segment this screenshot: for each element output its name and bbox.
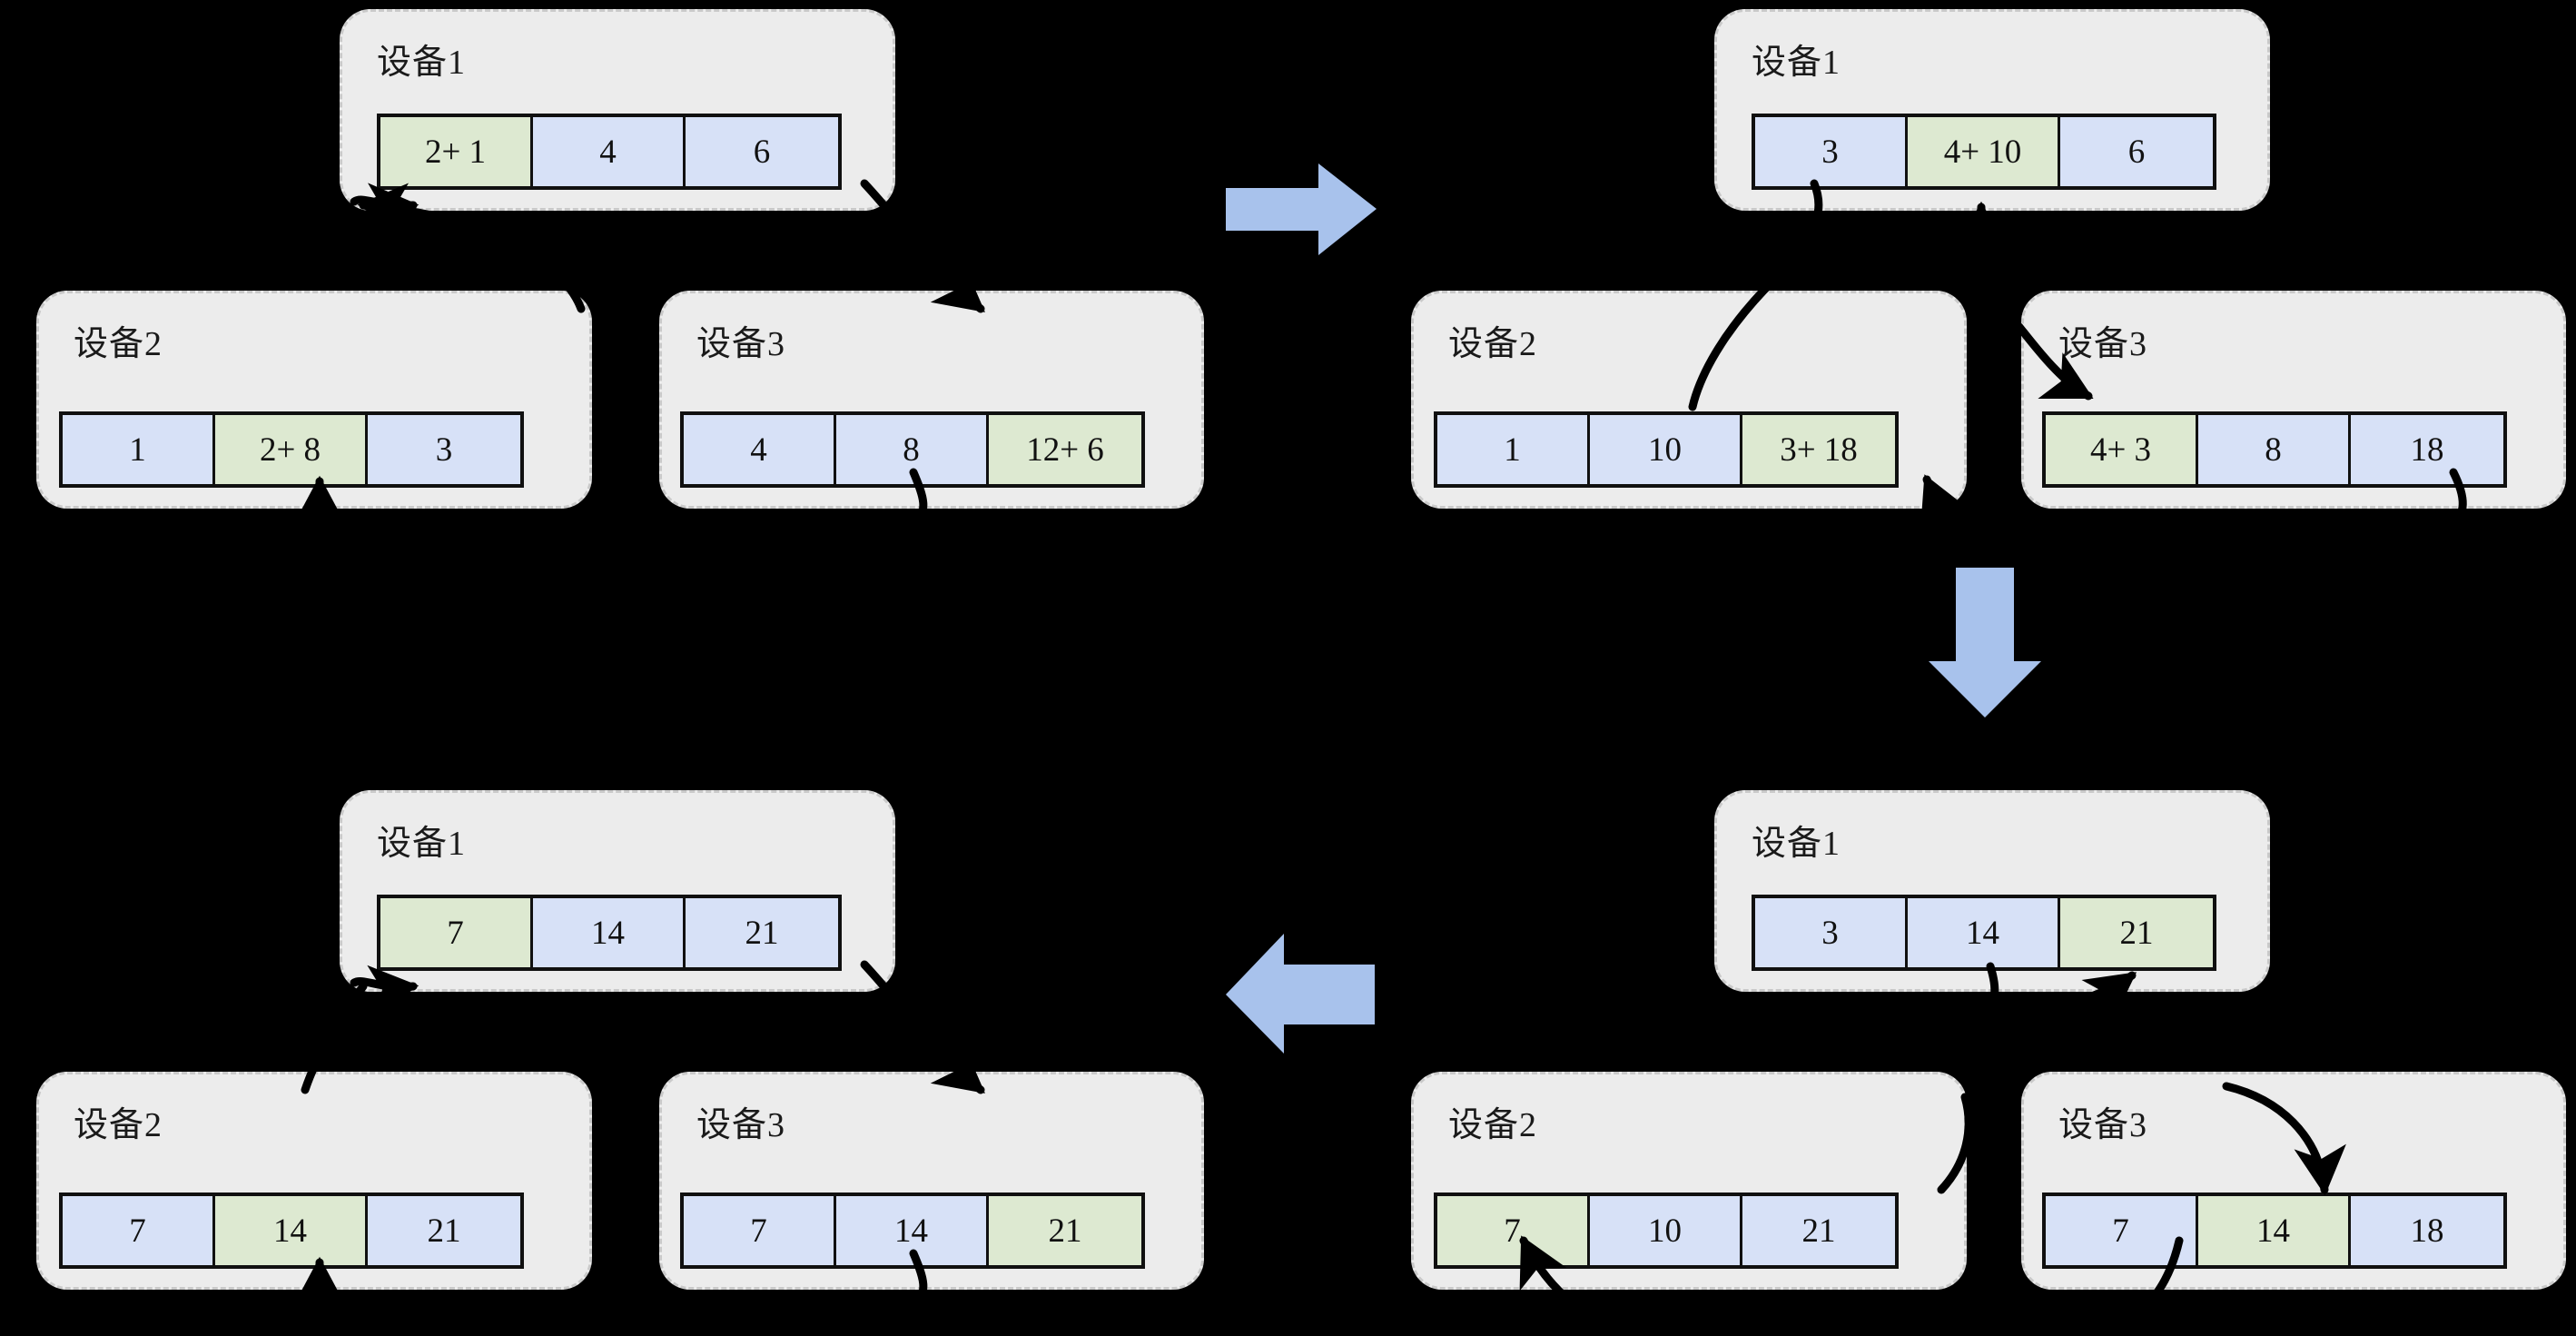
device-title: 设备2 — [74, 325, 163, 363]
flow-arrow-right-top — [1226, 163, 1377, 255]
array-cell[interactable]: 1 — [63, 415, 215, 484]
cell-array: 1 10 3+ 18 — [1434, 411, 1899, 488]
array-cell[interactable]: 3 — [368, 415, 520, 484]
device-title: 设备3 — [2058, 1106, 2148, 1144]
step-4-device-3: 设备3 7 14 21 — [659, 1072, 1204, 1290]
array-cell[interactable]: 4+ 3 — [2046, 415, 2198, 484]
step-4-device-2: 设备2 7 14 21 — [36, 1072, 592, 1290]
cell-array: 7 14 18 — [2042, 1193, 2507, 1269]
cell-array: 7 14 21 — [680, 1193, 1145, 1269]
array-cell[interactable]: 18 — [2351, 1196, 2503, 1265]
array-cell[interactable]: 10 — [1590, 415, 1742, 484]
device-title: 设备1 — [377, 825, 467, 863]
step-3-device-3: 设备3 7 14 18 — [2021, 1072, 2566, 1290]
device-title: 设备1 — [377, 44, 467, 82]
step-1-device-2: 设备2 1 2+ 8 3 — [36, 291, 592, 509]
array-cell[interactable]: 3+ 18 — [1742, 415, 1895, 484]
device-title: 设备2 — [1448, 325, 1538, 363]
array-cell[interactable]: 4 — [684, 415, 836, 484]
array-cell[interactable]: 7 — [684, 1196, 836, 1265]
step-4-device-1: 设备1 7 14 21 — [340, 790, 895, 992]
step-1-device-3: 设备3 4 8 12+ 6 — [659, 291, 1204, 509]
array-cell[interactable]: 7 — [63, 1196, 215, 1265]
array-cell[interactable]: 18 — [2351, 415, 2503, 484]
device-title: 设备1 — [1752, 44, 1841, 82]
cell-array: 1 2+ 8 3 — [59, 411, 524, 488]
cell-array: 7 14 21 — [377, 895, 842, 971]
device-title: 设备2 — [74, 1106, 163, 1144]
step-2-device-2: 设备2 1 10 3+ 18 — [1411, 291, 1967, 509]
array-cell[interactable]: 14 — [533, 898, 686, 967]
cell-array: 4 8 12+ 6 — [680, 411, 1145, 488]
array-cell[interactable]: 7 — [380, 898, 533, 967]
device-title: 设备2 — [1448, 1106, 1538, 1144]
device-title: 设备3 — [696, 1106, 786, 1144]
cell-array: 4+ 3 8 18 — [2042, 411, 2507, 488]
array-cell[interactable]: 3 — [1755, 117, 1908, 186]
device-title: 设备3 — [2058, 325, 2148, 363]
cell-array: 2+ 1 4 6 — [377, 114, 842, 190]
array-cell[interactable]: 8 — [2198, 415, 2351, 484]
array-cell[interactable]: 4+ 10 — [1908, 117, 2060, 186]
array-cell[interactable]: 14 — [836, 1196, 989, 1265]
flow-arrow-left-bottom — [1226, 934, 1375, 1054]
array-cell[interactable]: 12+ 6 — [989, 415, 1141, 484]
array-cell[interactable]: 14 — [215, 1196, 368, 1265]
array-cell[interactable]: 21 — [2060, 898, 2213, 967]
array-cell[interactable]: 6 — [2060, 117, 2213, 186]
flow-arrow-down-right — [1929, 568, 2041, 717]
array-cell[interactable]: 6 — [686, 117, 838, 186]
array-cell[interactable]: 21 — [368, 1196, 520, 1265]
device-title: 设备1 — [1752, 825, 1841, 863]
array-cell[interactable]: 7 — [1437, 1196, 1590, 1265]
cell-array: 7 14 21 — [59, 1193, 524, 1269]
cell-array: 7 10 21 — [1434, 1193, 1899, 1269]
array-cell[interactable]: 8 — [836, 415, 989, 484]
cell-array: 3 14 21 — [1752, 895, 2216, 971]
array-cell[interactable]: 21 — [1742, 1196, 1895, 1265]
array-cell[interactable]: 2+ 1 — [380, 117, 533, 186]
array-cell[interactable]: 14 — [1908, 898, 2060, 967]
array-cell[interactable]: 10 — [1590, 1196, 1742, 1265]
step-3-device-2: 设备2 7 10 21 — [1411, 1072, 1967, 1290]
array-cell[interactable]: 7 — [2046, 1196, 2198, 1265]
step-1-device-1: 设备1 2+ 1 4 6 — [340, 9, 895, 211]
array-cell[interactable]: 4 — [533, 117, 686, 186]
device-title: 设备3 — [696, 325, 786, 363]
array-cell[interactable]: 3 — [1755, 898, 1908, 967]
step-2-device-1: 设备1 3 4+ 10 6 — [1714, 9, 2270, 211]
array-cell[interactable]: 21 — [686, 898, 838, 967]
array-cell[interactable]: 2+ 8 — [215, 415, 368, 484]
array-cell[interactable]: 1 — [1437, 415, 1590, 484]
array-cell[interactable]: 21 — [989, 1196, 1141, 1265]
cell-array: 3 4+ 10 6 — [1752, 114, 2216, 190]
step-3-device-1: 设备1 3 14 21 — [1714, 790, 2270, 992]
array-cell[interactable]: 14 — [2198, 1196, 2351, 1265]
step-2-device-3: 设备3 4+ 3 8 18 — [2021, 291, 2566, 509]
